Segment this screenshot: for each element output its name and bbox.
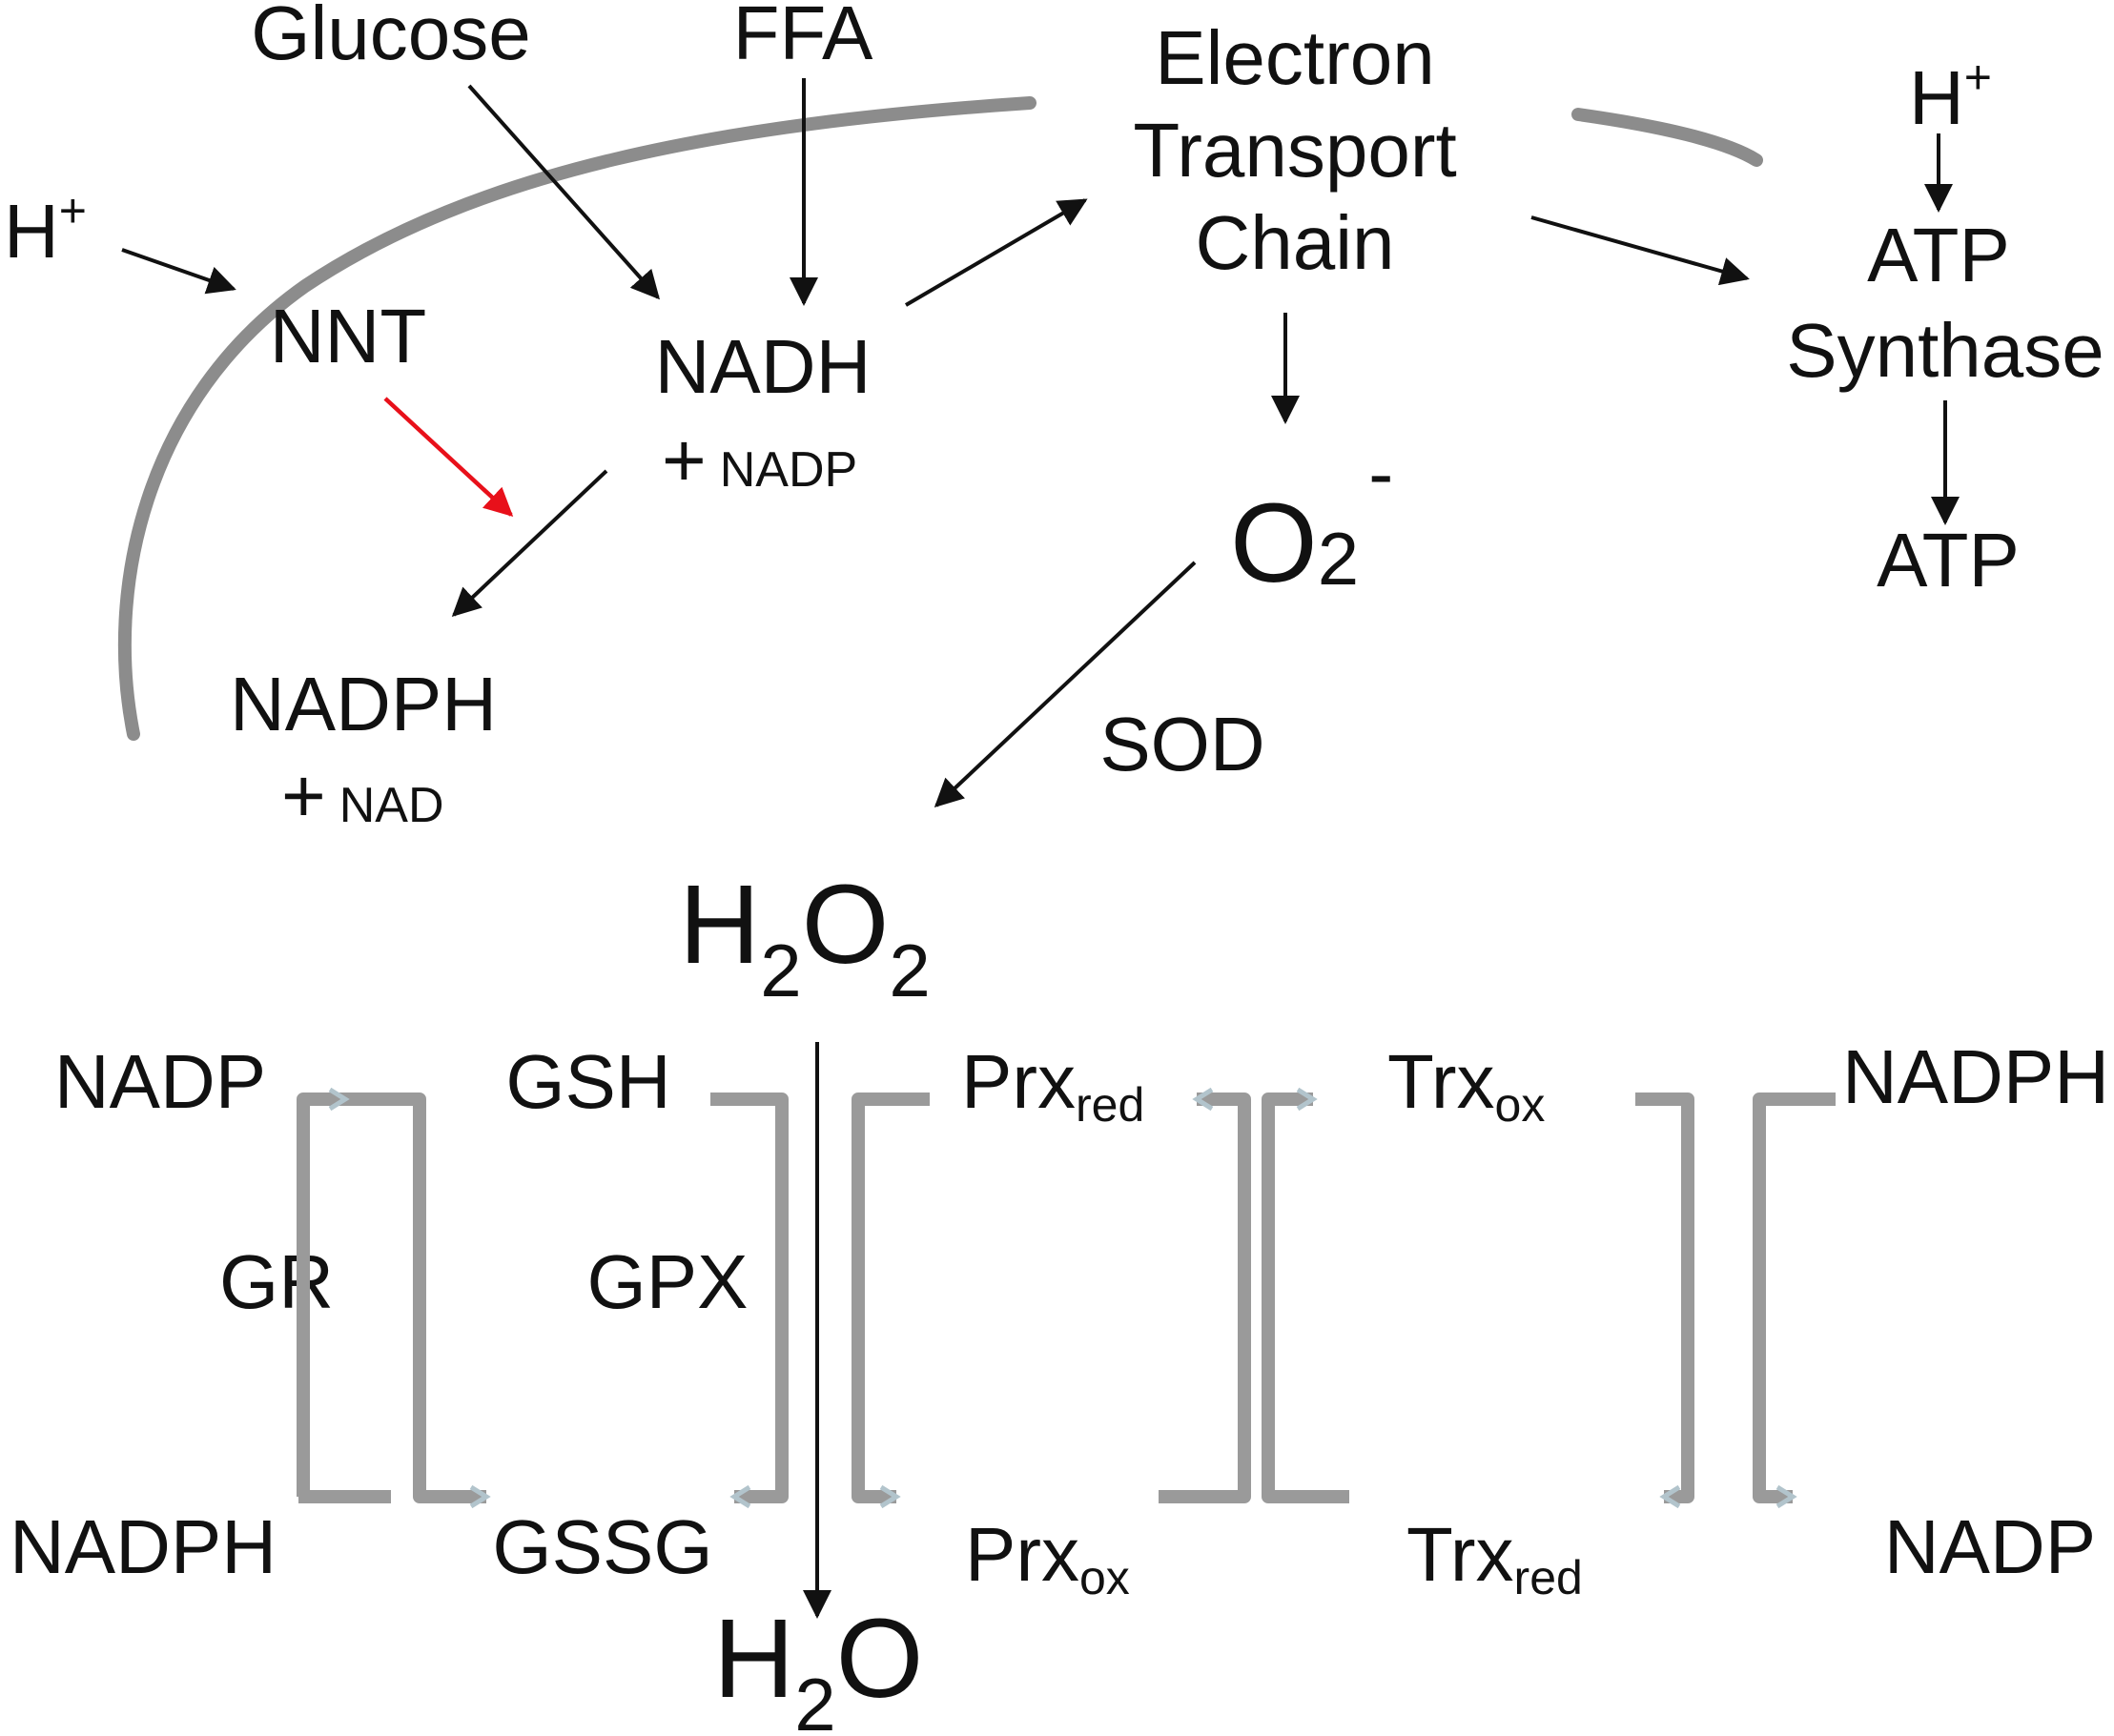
ffa-label: FFA	[733, 0, 873, 75]
etc-label-line2: Transport	[1133, 108, 1456, 193]
sod-label: SOD	[1099, 702, 1264, 786]
gsh-label: GSH	[505, 1039, 670, 1124]
hydrogen-peroxide-label: H2O2	[679, 862, 931, 1012]
atp-label: ATP	[1877, 518, 2020, 602]
nadph-right-label: NADPH	[1842, 1034, 2109, 1119]
nadp-left-label: NADP	[54, 1039, 266, 1124]
nadp-right-label: NADP	[1884, 1504, 2096, 1589]
prx-red-label: Prxred	[961, 1039, 1144, 1132]
prx-coupling-bracket	[852, 1093, 930, 1509]
nnt-label: NNT	[270, 294, 426, 378]
nadh-to-etc-arrow	[904, 198, 1088, 307]
trx-red-label: Trxred	[1406, 1512, 1583, 1604]
gr-label: GR	[219, 1239, 334, 1324]
nnt-to-nadph-arrow	[383, 397, 514, 518]
nadh-cofactor-label: +NADP	[662, 418, 857, 502]
proton-to-nnt-arrow	[121, 248, 236, 295]
gr-coupling-bracket	[297, 1087, 491, 1509]
prx-ox-label: Prxox	[965, 1512, 1130, 1604]
superoxide-label: O2-	[1230, 431, 1393, 606]
proton-right-label: H+	[1909, 51, 1992, 140]
etc-label-line3: Chain	[1195, 200, 1394, 285]
gpx-coupling-bracket	[710, 1093, 789, 1509]
nadph-left-label: NADPH	[10, 1504, 277, 1589]
etc-to-atp-synthase-arrow	[1530, 215, 1750, 286]
trx-ox-label: Trxox	[1387, 1039, 1545, 1132]
nadph-label: NADPH	[230, 662, 497, 746]
nadph-coupling-bracket	[1635, 1093, 1836, 1509]
water-label: H2O	[713, 1596, 923, 1736]
glucose-label: Glucose	[251, 0, 530, 75]
nadph-cofactor-label: +NAD	[281, 753, 444, 838]
etc-label-line1: Electron	[1155, 15, 1434, 100]
proton-left-label: H+	[4, 184, 87, 274]
superoxide-to-hydrogen-peroxide-arrow	[934, 561, 1197, 808]
trx-coupling-bracket	[1159, 1087, 1349, 1503]
gssg-label: GSSG	[492, 1504, 712, 1589]
nadh-label: NADH	[655, 324, 872, 409]
atp-synthase-label-line1: ATP	[1867, 213, 2010, 297]
atp-synthase-label-line2: Synthase	[1786, 308, 2104, 393]
mitochondrial-membrane-right	[1571, 108, 1763, 167]
nadh-to-nadph-arrow	[451, 469, 608, 618]
mitochondrial-membrane-left	[117, 96, 1036, 741]
glucose-to-nadh-arrow	[467, 84, 660, 300]
gpx-label: GPX	[587, 1239, 749, 1324]
